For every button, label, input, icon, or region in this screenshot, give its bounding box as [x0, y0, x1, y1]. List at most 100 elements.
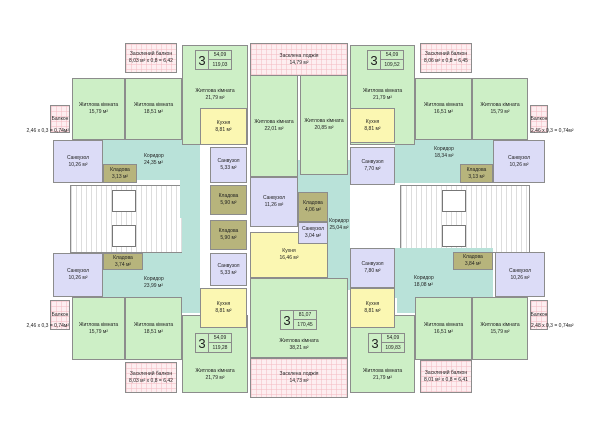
room-name: Кухня — [216, 119, 231, 126]
room-name: Санвузол — [217, 158, 240, 164]
room-name: Засклений балкон — [129, 51, 173, 57]
room-area: 20,85 м² — [314, 125, 334, 131]
room-name: Засклена лоджія — [279, 52, 319, 59]
room-area: 14,79 м² — [289, 59, 309, 66]
room-area: 8,81 м² — [215, 126, 232, 133]
room-name: Житлова кімната — [480, 321, 520, 328]
room-count: 3 — [196, 51, 209, 69]
living-area: 54,09 — [209, 51, 231, 60]
room-name: Коридор — [434, 146, 454, 152]
room-area: 23,99 м² — [144, 283, 164, 289]
room-area: 3,84 м² — [464, 261, 482, 267]
corridor-branch — [182, 218, 200, 313]
room-name: Кладова — [218, 193, 239, 199]
room-area: 11,26 м² — [264, 202, 284, 208]
room-name: Житлова кімната — [480, 102, 520, 108]
room-area: 21,79 м² — [372, 95, 392, 101]
room-name: Кладова — [110, 166, 130, 173]
room-name: Балкон — [530, 115, 548, 122]
room-area: 21,79 м² — [205, 95, 225, 101]
room-area: 16,51 м² — [433, 109, 453, 115]
room-name: Санвузол — [361, 261, 384, 267]
room-name: Балкон — [530, 311, 548, 318]
total-area: 109,83 — [385, 344, 401, 351]
room-name: Коридор — [329, 218, 349, 224]
room-area: 18,51 м² — [143, 109, 163, 115]
room-area: 25,04 м² — [329, 225, 349, 231]
living-area: 54,09 — [382, 334, 404, 343]
room-name: Кладова — [463, 254, 483, 260]
room-name: Санвузол — [217, 262, 240, 269]
room-area: 8,01 м² х 0,8 = 6,41 — [424, 376, 468, 383]
room-area: 8,81 м² — [215, 308, 232, 314]
living-area: 54,09 — [381, 51, 403, 60]
room-name: Санвузол — [66, 154, 90, 161]
room-area: 7,70 м² — [364, 166, 381, 172]
room-area: 3,13 м² — [111, 173, 129, 180]
room-area: 22,01 м² — [264, 126, 284, 132]
room-name: Житлова кімната — [195, 368, 235, 374]
room-area: 5,90 м² — [220, 235, 237, 241]
room-area: 10,26 м² — [509, 161, 529, 168]
room-name: Житлова кімната — [304, 118, 344, 124]
elevator-shaft — [442, 225, 466, 247]
room-name: Кладова — [466, 166, 487, 173]
room-name: Житлова кімната — [133, 102, 174, 108]
room-name: Житлова кімната — [279, 338, 319, 344]
room-name: Кухня — [282, 248, 296, 254]
room-area: 4,06 м² — [304, 207, 322, 213]
room-area: 15,79 м² — [88, 109, 108, 115]
total-area: 109,52 — [384, 61, 400, 68]
